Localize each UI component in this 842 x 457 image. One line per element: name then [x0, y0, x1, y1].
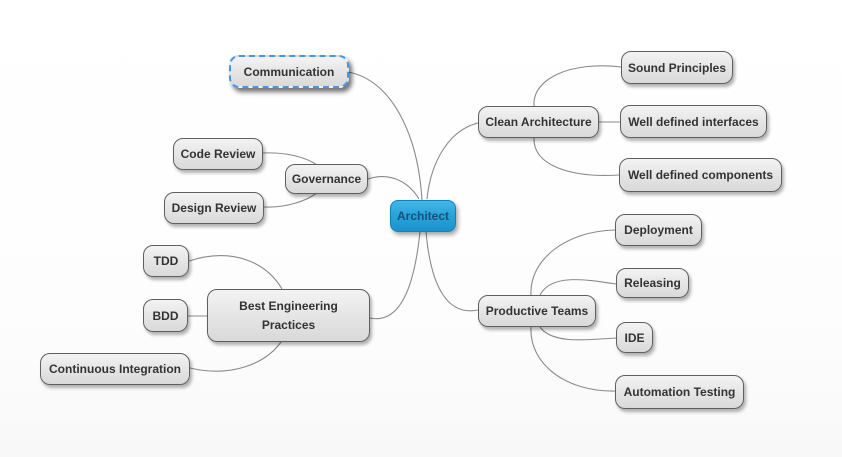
connector-clean-architecture-well-defined-components: [533, 137, 620, 176]
node-well-defined-interfaces[interactable]: Well defined interfaces: [620, 105, 767, 138]
node-governance[interactable]: Governance: [285, 164, 368, 194]
node-continuous-integration[interactable]: Continuous Integration: [40, 353, 190, 385]
connector-architect-communication: [347, 71, 423, 201]
node-clean-architecture[interactable]: Clean Architecture: [478, 106, 599, 138]
node-automation-testing[interactable]: Automation Testing: [615, 375, 744, 409]
connector-governance-code-review: [262, 152, 318, 166]
connector-bep-continuous-integration: [189, 341, 282, 372]
node-tdd[interactable]: TDD: [143, 245, 189, 277]
connector-architect-governance: [367, 176, 420, 200]
connector-clean-architecture-sound-principles: [533, 65, 622, 107]
connector-architect-productive-teams: [425, 231, 479, 312]
node-code-review[interactable]: Code Review: [173, 138, 263, 170]
connector-productive-teams-automation-testing: [530, 326, 616, 392]
connector-productive-teams-deployment: [530, 229, 616, 296]
connector-architect-clean-architecture: [426, 122, 479, 200]
node-architect-root[interactable]: Architect: [390, 200, 456, 232]
connector-productive-teams-ide: [539, 326, 617, 341]
node-productive-teams[interactable]: Productive Teams: [478, 295, 596, 327]
node-bdd[interactable]: BDD: [143, 299, 188, 332]
connector-architect-best-engineering-practices: [369, 231, 421, 320]
node-deployment[interactable]: Deployment: [615, 214, 702, 246]
node-ide[interactable]: IDE: [616, 322, 653, 353]
connector-productive-teams-releasing: [539, 279, 617, 296]
connector-governance-design-review: [263, 192, 318, 208]
node-releasing[interactable]: Releasing: [616, 268, 689, 298]
connector-bep-tdd: [188, 255, 283, 290]
node-well-defined-components[interactable]: Well defined components: [619, 158, 782, 192]
node-design-review[interactable]: Design Review: [164, 192, 264, 224]
node-sound-principles[interactable]: Sound Principles: [621, 51, 733, 84]
node-communication[interactable]: Communication: [229, 55, 349, 88]
node-best-engineering-practices[interactable]: Best Engineering Practices: [207, 289, 370, 342]
